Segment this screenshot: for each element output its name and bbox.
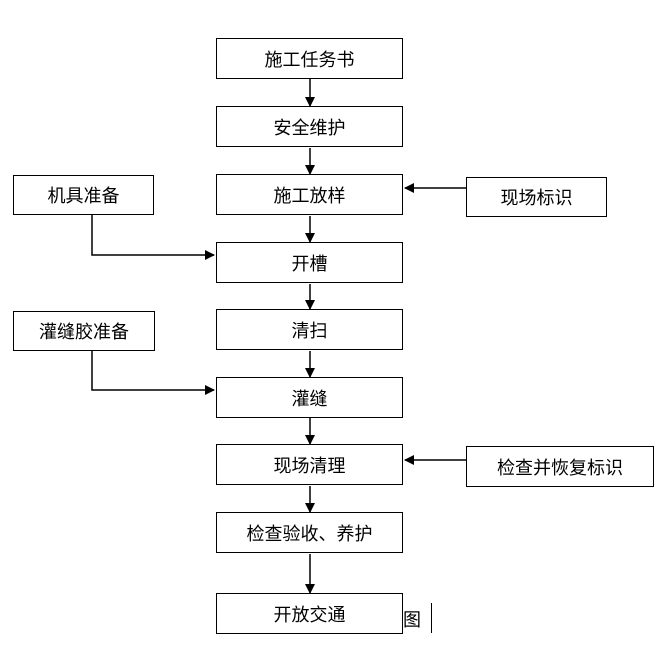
step-open-traffic: 开放交通 (216, 593, 403, 634)
text-cursor (431, 603, 432, 633)
step-crack-sealing: 灌缝 (216, 377, 403, 418)
step-grooving: 开槽 (216, 242, 403, 283)
arrow-sealant-prep-to-step6 (91, 351, 215, 395)
side-machine-prep: 机具准备 (13, 175, 154, 215)
side-inspect-restore-marking: 检查并恢复标识 (466, 446, 654, 487)
step-construction-layout: 施工放样 (216, 174, 403, 215)
step-inspection-curing: 检查验收、养护 (216, 512, 403, 553)
step-site-cleanup: 现场清理 (216, 444, 403, 485)
side-site-marking: 现场标识 (466, 177, 607, 217)
step-safety-maintenance: 安全维护 (216, 106, 403, 147)
step-construction-task-book: 施工任务书 (216, 38, 403, 79)
side-sealant-prep: 灌缝胶准备 (13, 311, 155, 351)
step-cleaning: 清扫 (216, 309, 403, 350)
arrow-machine-prep-to-step4 (91, 215, 215, 260)
